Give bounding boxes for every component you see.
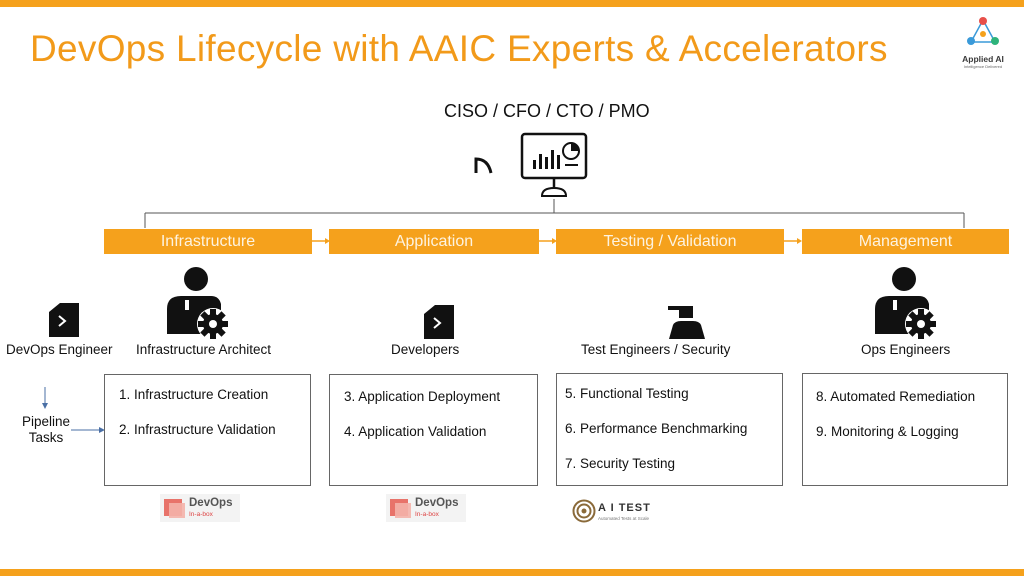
pipeline-line1: Pipeline <box>22 414 71 429</box>
task-item: 9. Monitoring & Logging <box>816 424 959 439</box>
logo-name: Applied AI <box>962 54 1004 64</box>
task-item: 2. Infrastructure Validation <box>119 422 276 437</box>
pipeline-line2: Tasks <box>28 430 64 445</box>
application-task-box: 3. Application Deployment 4. Application… <box>329 374 538 486</box>
task-item: 4. Application Validation <box>344 424 487 439</box>
person-gear-icon <box>167 267 229 340</box>
ai-test-title: A I TEST <box>598 502 651 514</box>
task-item: 8. Automated Remediation <box>816 389 976 404</box>
task-item: 1. Infrastructure Creation <box>119 387 269 402</box>
pipeline-tasks-label: Pipeline Tasks <box>22 414 70 446</box>
role-ops-engineers: Ops Engineers <box>861 342 951 357</box>
page-title: DevOps Lifecycle with AAIC Experts & Acc… <box>30 28 888 69</box>
infrastructure-task-box: 1. Infrastructure Creation 2. Infrastruc… <box>104 374 311 486</box>
task-item: 7. Security Testing <box>565 456 676 471</box>
monitor-dashboard-icon <box>520 132 588 197</box>
devops-badge-subtitle: In-a-box <box>189 511 213 518</box>
management-task-box: 8. Automated Remediation 9. Monitoring &… <box>802 373 1008 486</box>
terminal-badge-icon <box>49 303 79 337</box>
task-item: 5. Functional Testing <box>565 386 689 401</box>
task-item: 6. Performance Benchmarking <box>565 421 748 436</box>
stage-application: Application <box>329 229 539 254</box>
role-test-engineers: Test Engineers / Security <box>581 342 731 357</box>
ai-test-subtitle: Automated Tests at Scale <box>598 516 649 521</box>
stage-management: Management <box>802 229 1009 254</box>
bottom-accent-bar <box>0 569 1024 576</box>
devops-in-a-box-badge: DevOps In-a-box <box>160 494 240 522</box>
arc-icon <box>474 157 493 174</box>
devops-badge-title: DevOps <box>415 497 459 509</box>
role-developers: Developers <box>391 342 460 357</box>
stage-testing-validation: Testing / Validation <box>556 229 784 254</box>
person-icon <box>668 306 705 339</box>
stage-infrastructure: Infrastructure <box>104 229 312 254</box>
devops-badge-subtitle: In-a-box <box>415 511 439 518</box>
person-gear-icon <box>875 267 937 340</box>
logo-icon <box>967 17 999 45</box>
ai-test-badge: A I TEST Automated Tests at Scale <box>572 499 650 525</box>
terminal-badge-icon <box>424 305 454 339</box>
devops-in-a-box-badge: DevOps In-a-box <box>386 494 466 522</box>
target-icon <box>572 499 596 523</box>
executives-label: CISO / CFO / CTO / PMO <box>444 101 650 121</box>
applied-ai-logo: Applied AI Intelligence Delivered <box>952 16 1014 74</box>
role-infrastructure-architect: Infrastructure Architect <box>136 342 272 357</box>
devops-badge-title: DevOps <box>189 497 233 509</box>
task-item: 3. Application Deployment <box>344 389 501 404</box>
top-accent-bar <box>0 0 1024 7</box>
testing-task-box: 5. Functional Testing 6. Performance Ben… <box>556 373 783 486</box>
role-devops-engineer: DevOps Engineer <box>6 342 113 357</box>
logo-tagline: Intelligence Delivered <box>963 64 1003 69</box>
